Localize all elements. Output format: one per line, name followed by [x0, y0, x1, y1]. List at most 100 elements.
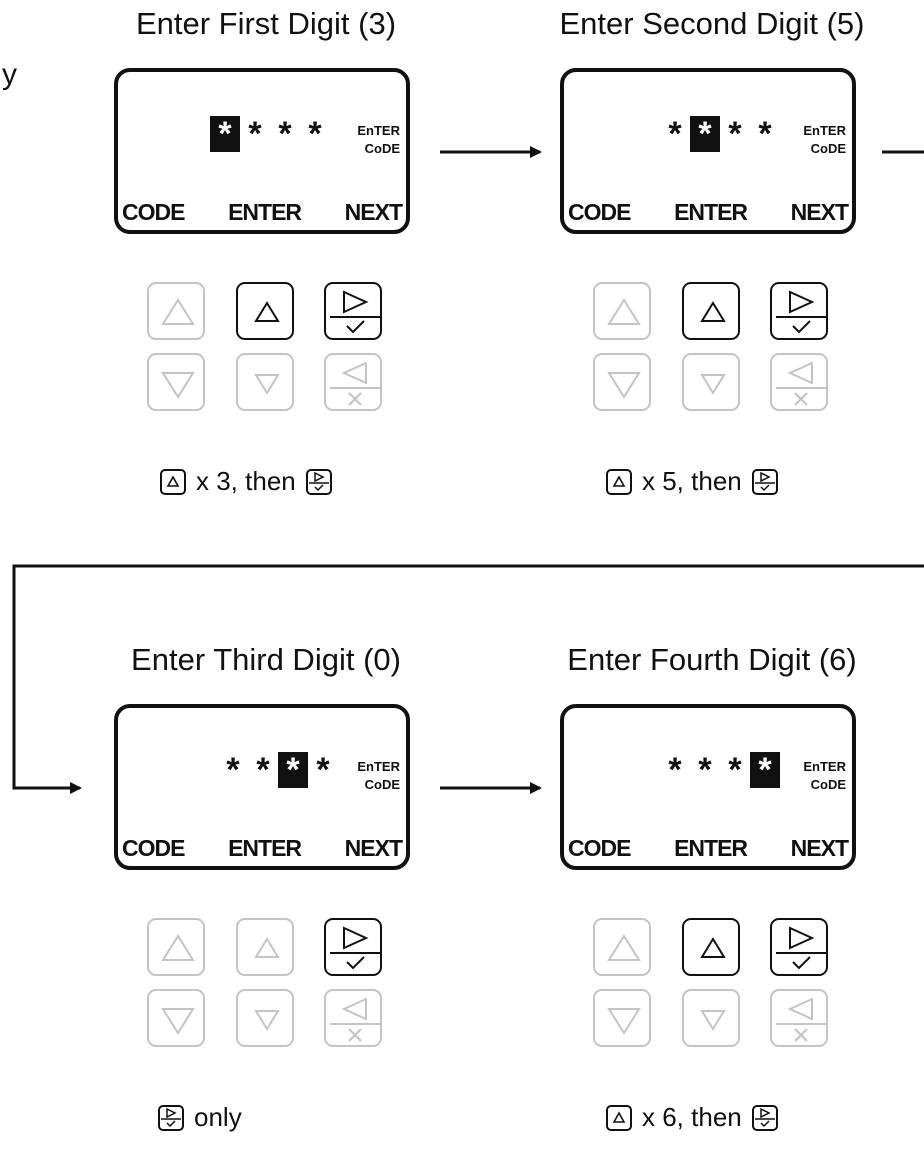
down-key-left[interactable]	[147, 989, 205, 1047]
code-star: *	[758, 115, 772, 153]
next-enter-key[interactable]	[770, 918, 828, 976]
down-key[interactable]	[682, 353, 740, 411]
code-star: *	[698, 751, 712, 789]
instruction: x 5, then	[606, 466, 778, 497]
status-line-1: EnTER	[803, 759, 846, 774]
lcd-display: **** EnTER CoDE CODE ENTER NEXT	[560, 68, 856, 234]
softkey-code: CODE	[122, 835, 185, 861]
mini-next-check-icon	[158, 1104, 184, 1131]
softkey-labels: CODE ENTER NEXT	[118, 199, 406, 226]
code-star: *	[248, 115, 262, 153]
step-panel-1: Enter First Digit (3) **** EnTER CoDE CO…	[0, 0, 446, 540]
instruction: x 3, then	[160, 466, 332, 497]
instruction-text: only	[194, 1102, 242, 1132]
up-key-left[interactable]	[593, 918, 651, 976]
status-line-1: EnTER	[357, 123, 400, 138]
instruction: x 6, then	[606, 1102, 778, 1133]
step-panel-3: Enter Third Digit (0) **** EnTER CoDE CO…	[0, 636, 446, 1176]
code-star: *	[316, 751, 330, 789]
lcd-status: EnTER CoDE	[803, 122, 846, 158]
code-star: *	[226, 751, 240, 789]
back-cancel-key[interactable]	[324, 353, 382, 411]
status-line-2: CoDE	[810, 141, 846, 156]
code-stars: ****	[218, 752, 338, 788]
down-key-left[interactable]	[593, 989, 651, 1047]
softkey-code: CODE	[568, 199, 631, 225]
status-line-2: CoDE	[364, 141, 400, 156]
step-title: Enter Third Digit (0)	[131, 642, 401, 677]
up-key[interactable]	[682, 918, 740, 976]
softkey-labels: CODE ENTER NEXT	[118, 835, 406, 862]
lcd-display: **** EnTER CoDE CODE ENTER NEXT	[560, 704, 856, 870]
down-key[interactable]	[236, 989, 294, 1047]
lcd-status: EnTER CoDE	[357, 758, 400, 794]
down-key[interactable]	[682, 989, 740, 1047]
back-cancel-key[interactable]	[770, 353, 828, 411]
softkey-code: CODE	[122, 199, 185, 225]
up-key-left[interactable]	[593, 282, 651, 340]
status-line-1: EnTER	[803, 123, 846, 138]
softkey-enter: ENTER	[674, 835, 748, 861]
up-key[interactable]	[236, 918, 294, 976]
next-enter-key[interactable]	[770, 282, 828, 340]
mini-next-check-icon	[305, 468, 332, 495]
lcd-display: **** EnTER CoDE CODE ENTER NEXT	[114, 68, 410, 234]
softkey-next: NEXT	[344, 835, 403, 861]
lcd-status: EnTER CoDE	[803, 758, 846, 794]
up-key-left[interactable]	[147, 918, 205, 976]
mini-next-check-icon	[751, 1104, 778, 1131]
softkey-enter: ENTER	[228, 835, 302, 861]
code-star: *	[728, 115, 742, 153]
softkey-code: CODE	[568, 835, 631, 861]
code-star: *	[668, 751, 682, 789]
code-star: *	[256, 751, 270, 789]
instruction-text: x 5, then	[642, 466, 742, 496]
wrap-connector	[12, 564, 924, 794]
up-key[interactable]	[236, 282, 294, 340]
softkey-enter: ENTER	[228, 199, 302, 225]
mini-up-icon	[606, 468, 632, 495]
softkey-enter: ENTER	[674, 199, 748, 225]
step-title: Enter Second Digit (5)	[559, 6, 865, 41]
back-cancel-key[interactable]	[770, 989, 828, 1047]
softkey-next: NEXT	[790, 835, 849, 861]
softkey-next: NEXT	[344, 199, 403, 225]
status-line-2: CoDE	[364, 777, 400, 792]
instruction-text: x 3, then	[196, 466, 296, 496]
status-line-2: CoDE	[810, 777, 846, 792]
flow-connectors	[12, 146, 924, 794]
code-stars: ****	[660, 752, 780, 788]
code-star-highlighted: *	[750, 752, 780, 788]
up-key[interactable]	[682, 282, 740, 340]
mini-up-icon	[160, 468, 186, 495]
softkey-labels: CODE ENTER NEXT	[564, 199, 852, 226]
softkey-next: NEXT	[790, 199, 849, 225]
mini-next-check-icon	[751, 468, 778, 495]
stray-text: y	[2, 58, 17, 91]
code-star: *	[278, 115, 292, 153]
status-line-1: EnTER	[357, 759, 400, 774]
next-enter-key[interactable]	[324, 282, 382, 340]
instruction-text: x 6, then	[642, 1102, 742, 1132]
step-panel-2: Enter Second Digit (5) **** EnTER CoDE C…	[446, 0, 892, 540]
down-key-left[interactable]	[593, 353, 651, 411]
down-key-left[interactable]	[147, 353, 205, 411]
instruction: only	[158, 1102, 242, 1133]
softkey-labels: CODE ENTER NEXT	[564, 835, 852, 862]
code-star: *	[728, 751, 742, 789]
step-title: Enter First Digit (3)	[135, 6, 397, 41]
step-title: Enter Fourth Digit (6)	[567, 642, 857, 677]
code-star-highlighted: *	[690, 116, 720, 152]
back-cancel-key[interactable]	[324, 989, 382, 1047]
code-star: *	[668, 115, 682, 153]
lcd-display: **** EnTER CoDE CODE ENTER NEXT	[114, 704, 410, 870]
code-star-highlighted: *	[210, 116, 240, 152]
next-enter-key[interactable]	[324, 918, 382, 976]
down-key[interactable]	[236, 353, 294, 411]
lcd-status: EnTER CoDE	[357, 122, 400, 158]
mini-up-icon	[606, 1104, 632, 1131]
code-stars: ****	[660, 116, 780, 152]
up-key-left[interactable]	[147, 282, 205, 340]
step-panel-4: Enter Fourth Digit (6) **** EnTER CoDE C…	[446, 636, 892, 1176]
code-star: *	[308, 115, 322, 153]
